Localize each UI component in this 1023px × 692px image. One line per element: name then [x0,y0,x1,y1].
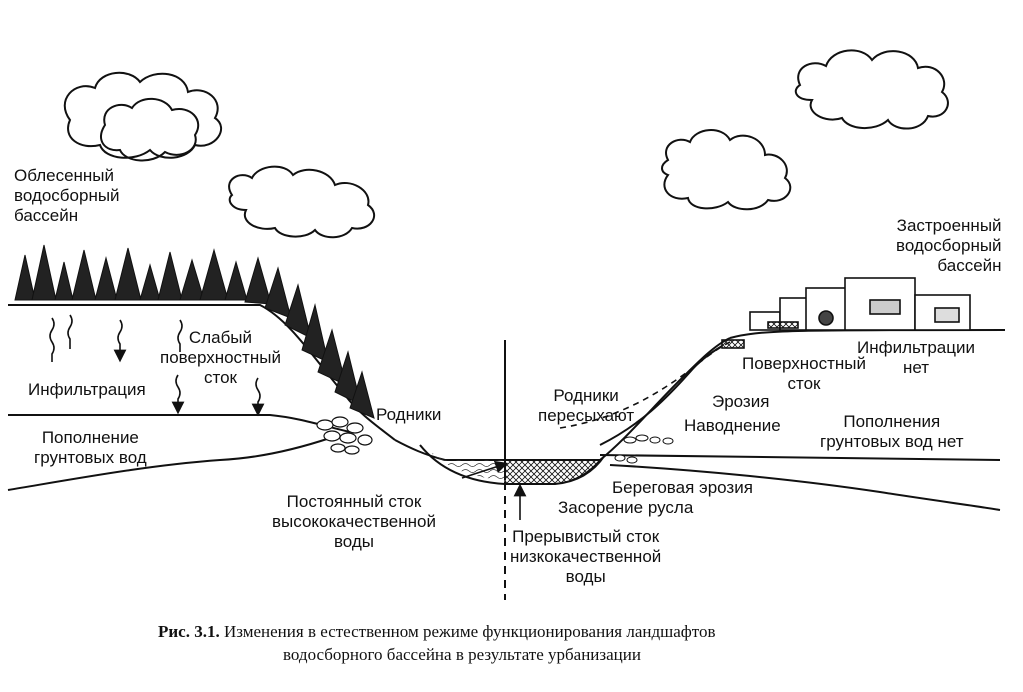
figure-caption: Рис. 3.1. Изменения в естественном режим… [158,622,716,642]
label-urban-basin: Застроенный водосборный бассейн [896,216,1002,275]
infiltration-arrows [49,314,265,417]
pipe-arrow [461,460,509,479]
forest-trees [14,244,375,419]
figure-number: Рис. 3.1. [158,622,220,641]
label-surface-runoff: Поверхностный сток [742,354,866,393]
springs-stones [316,416,373,455]
label-channel-clogging: Засорение русла [558,498,694,517]
cloud-1 [63,71,222,162]
aquifer-base-left [7,437,331,491]
water-table-right [599,454,1001,461]
label-no-recharge: Пополнения грунтовых вод нет [820,412,964,451]
stream-left-water [430,452,505,480]
label-infiltration: Инфильтрация [28,380,146,399]
label-springs: Родники [376,405,442,424]
aquifer-base-right [609,464,1001,511]
label-constant-flow: Постоянный сток высококачественной воды [272,492,436,551]
bank-debris [614,434,674,464]
label-forested-basin: Облесенный водосборный бассейн [14,166,120,225]
label-intermittent-flow: Прерывистый сток низкокачественной воды [510,527,662,586]
label-no-infiltration: Инфильтрации нет [857,338,975,377]
label-flooding: Наводнение [684,416,781,435]
erosion-channel [599,345,723,446]
stream-right-channel [504,459,602,485]
label-erosion: Эрозия [712,392,770,411]
cloud-2 [228,165,375,239]
label-springs-dry: Родники пересыхают [538,386,635,425]
caption-line-1: Изменения в естественном режиме функцион… [223,622,716,641]
cloud-3 [661,129,792,211]
label-weak-runoff: Слабый поверхностный сток [160,328,281,387]
dry-spring-dashed [559,341,731,429]
cloud-4 [794,49,949,130]
urban-ground-surface [729,329,1006,339]
urban-buildings [721,277,971,349]
valley-ground [394,337,731,461]
figure-caption-line-2: водосборного бассейна в результате урбан… [283,645,641,664]
label-groundwater-recharge: Пополнение грунтовых вод [34,428,147,467]
water-table-left [8,414,351,433]
label-bank-erosion: Береговая эрозия [612,478,753,497]
